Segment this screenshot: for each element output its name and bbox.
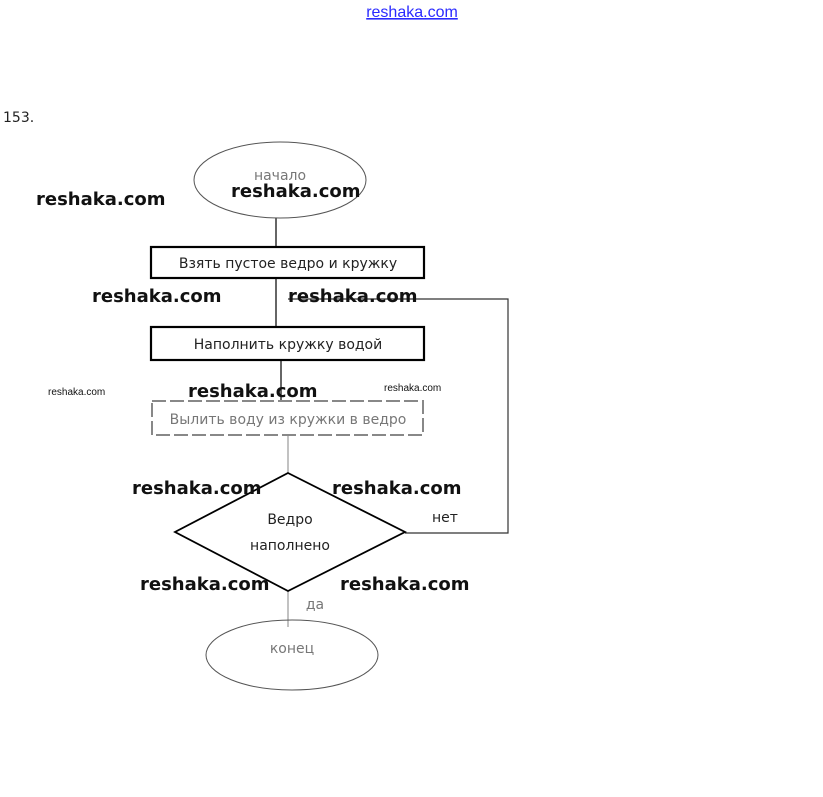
site-link[interactable]: reshaka.com <box>366 4 458 21</box>
condition-diamond <box>173 471 407 593</box>
watermark: reshaka.com <box>231 181 361 202</box>
end-label: конец <box>270 641 314 657</box>
site-link-text[interactable]: reshaka.com <box>366 4 458 21</box>
watermark: reshaka.com <box>92 286 222 307</box>
end-terminal <box>205 619 379 691</box>
step3-box <box>151 400 424 436</box>
watermark: reshaka.com <box>288 286 418 307</box>
watermarks: reshaka.com reshaka.com reshaka.com resh… <box>36 181 470 595</box>
condition-label-line1: Ведро <box>267 512 312 528</box>
watermark: reshaka.com <box>36 189 166 210</box>
watermark: reshaka.com <box>132 478 262 499</box>
watermark: reshaka.com <box>140 574 270 595</box>
yes-branch-label: да <box>306 597 324 613</box>
watermark: reshaka.com <box>48 387 105 398</box>
watermark: reshaka.com <box>340 574 470 595</box>
step1-box <box>149 245 426 280</box>
step3-label: Вылить воду из кружки в ведро <box>170 412 407 428</box>
step1-label: Взять пустое ведро и кружку <box>179 256 397 272</box>
watermark: reshaka.com <box>384 383 441 394</box>
connectors <box>275 218 509 627</box>
watermark: reshaka.com <box>332 478 462 499</box>
start-label: начало <box>254 168 306 184</box>
problem-number: 153. <box>3 110 34 126</box>
loop-back-connector <box>288 298 509 534</box>
step2-label: Наполнить кружку водой <box>194 337 382 353</box>
watermark: reshaka.com <box>188 381 318 402</box>
start-terminal <box>193 141 367 219</box>
step2-box <box>149 325 426 362</box>
no-branch-label: нет <box>432 510 458 526</box>
condition-label-line2: наполнено <box>250 538 330 554</box>
